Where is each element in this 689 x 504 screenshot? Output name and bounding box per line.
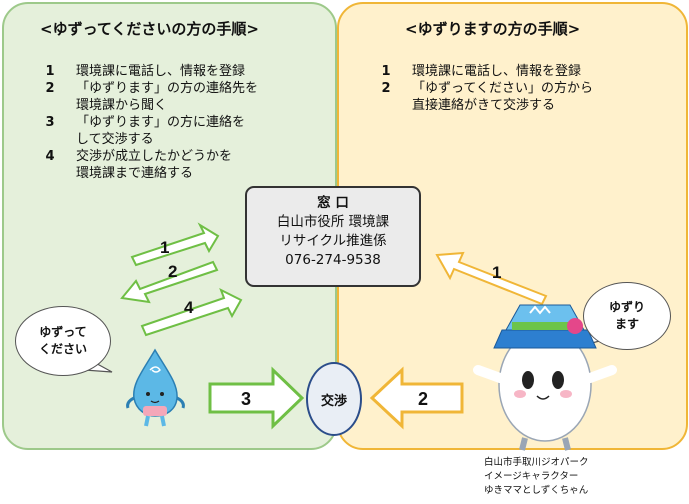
right-steps-list: 1 環境課に電話し、情報を登録 2 「ゆずってください」の方から 直接連絡がきて…: [378, 63, 678, 114]
left-step: 3 「ゆずります」の方に連絡を して交渉する: [42, 114, 327, 148]
step-text: 「ゆずります」の方に連絡を して交渉する: [76, 115, 246, 147]
snow-mascot-illustration: [473, 304, 617, 451]
bubble-right: ゆずり ます: [583, 282, 671, 350]
step-text: 環境課に電話し、情報を登録: [76, 64, 246, 79]
window-phone: 076-274-9538: [285, 252, 381, 268]
arrow-left-2: [120, 260, 219, 304]
arrow-label-left-1: 1: [160, 238, 169, 257]
left-step: 2 「ゆずります」の方の連絡先を 環境課から聞く: [42, 80, 327, 114]
arrow-left-4: [140, 287, 243, 337]
step-text: 「ゆずります」の方の連絡先を 環境課から聞く: [76, 81, 259, 113]
arrow-label-left-2: 2: [168, 262, 177, 281]
step-number: 2: [381, 81, 391, 96]
left-step: 1 環境課に電話し、情報を登録: [42, 63, 327, 80]
arrow-label-right-1: 1: [492, 263, 501, 282]
left-step: 4 交渉が成立したかどうかを 環境課まで連絡する: [42, 148, 327, 182]
window-office: 白山市役所 環境課: [276, 214, 390, 230]
step-number: 2: [45, 81, 55, 96]
step-number: 1: [381, 64, 391, 79]
step-number: 3: [45, 115, 55, 130]
right-step: 1 環境課に電話し、情報を登録: [378, 63, 678, 80]
arrow-label-left-3: 3: [241, 389, 251, 409]
service-window-box: 窓 口 白山市役所 環境課 リサイクル推進係 076-274-9538: [245, 186, 421, 287]
arrow-right-2: [369, 366, 464, 430]
right-panel-title: <ゆずりますの方の手順>: [405, 20, 581, 38]
negotiation-circle: 交渉: [306, 362, 362, 436]
arrow-label-right-2: 2: [418, 389, 428, 409]
bubble-left: ゆずって ください: [15, 306, 111, 376]
step-text: 環境課に電話し、情報を登録: [412, 64, 582, 79]
arrow-right-1: [435, 251, 548, 306]
left-panel-title: <ゆずってくださいの方の手順>: [40, 20, 259, 38]
droplet-mascot-illustration: [126, 348, 185, 427]
step-text: 「ゆずってください」の方から 直接連絡がきて交渉する: [412, 81, 593, 113]
arrow-left-1: [130, 222, 220, 267]
mascot-caption: 白山市手取川ジオパーク イメージキャラクター ゆきママとしずくちゃん: [484, 457, 589, 496]
arrow-label-left-4: 4: [184, 298, 194, 317]
step-text: 交渉が成立したかどうかを 環境課まで連絡する: [76, 149, 233, 181]
right-step: 2 「ゆずってください」の方から 直接連絡がきて交渉する: [378, 80, 678, 114]
left-steps-list: 1 環境課に電話し、情報を登録 2 「ゆずります」の方の連絡先を 環境課から聞く…: [42, 63, 327, 182]
window-title: 窓 口: [317, 195, 349, 211]
step-number: 4: [45, 149, 55, 164]
step-number: 1: [45, 64, 55, 79]
window-section: リサイクル推進係: [279, 233, 387, 249]
arrow-left-3: [208, 366, 305, 430]
